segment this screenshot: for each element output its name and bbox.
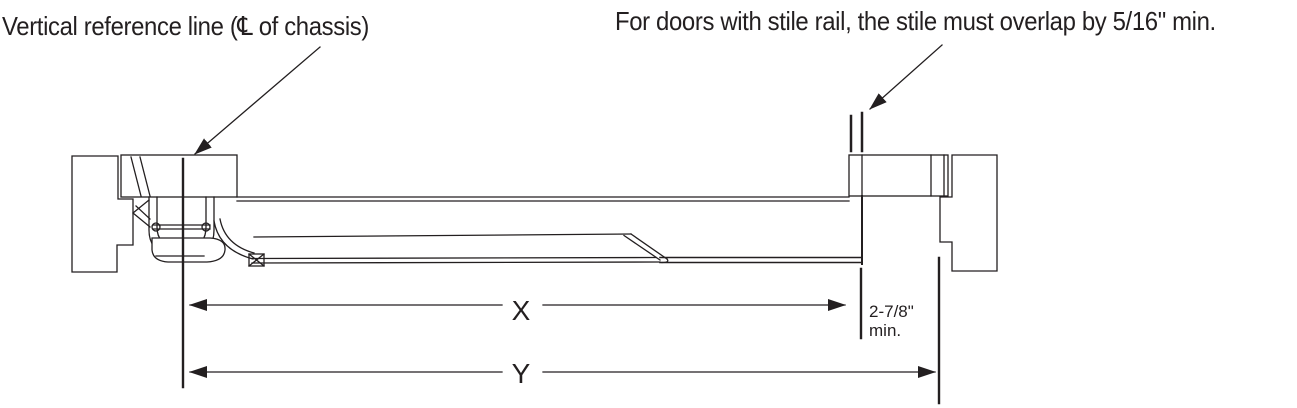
note-vertical-reference-suffix: of chassis): [252, 11, 370, 41]
stile-offset-value: 2-7/8": [869, 302, 914, 321]
leader-arrow-stile: [869, 44, 943, 110]
centerline-symbol: ℄: [237, 12, 253, 42]
note-vertical-reference-prefix: Vertical reference line (: [2, 11, 238, 41]
latch-stile-section: [848, 154, 949, 197]
dimension-y-label: Y: [512, 358, 531, 389]
note-vertical-reference: Vertical reference line (℄ of chassis): [2, 11, 370, 42]
latch-jamb-section: [939, 154, 998, 272]
stile-overlap-ticks: [849, 111, 864, 153]
chassis-cover: [120, 154, 238, 198]
leader-arrow-centerline: [194, 46, 321, 155]
dimension-x-label: X: [512, 295, 531, 326]
hinge-jamb-section: [71, 155, 151, 273]
note-stile-overlap: For doors with stile rail, the stile mus…: [615, 6, 1216, 36]
door-rail-lines: [236, 196, 850, 202]
push-bar: [213, 218, 862, 267]
chassis-mechanism: [148, 196, 226, 263]
stile-offset-qualifier: min.: [869, 321, 901, 340]
